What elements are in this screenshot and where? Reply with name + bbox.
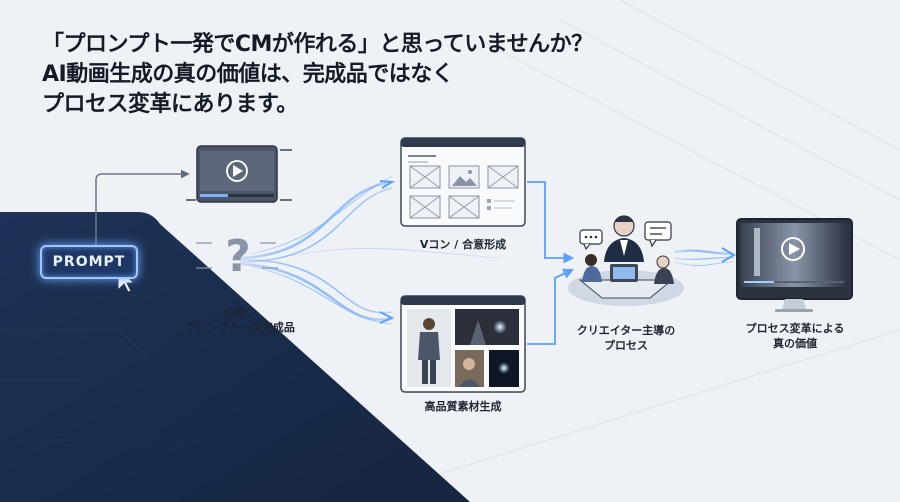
assets-label: 高品質素材生成 xyxy=(424,400,502,413)
illusion-label-line-1: 幻想： xyxy=(223,306,257,319)
light-scene-image xyxy=(455,309,519,345)
value-label-line-1: プロセス変革による xyxy=(745,322,845,335)
headline-line-2: AI動画生成の真の価値は、完成品ではなく xyxy=(42,62,454,87)
assets-to-creator-arrow xyxy=(527,268,574,345)
assets-window xyxy=(400,295,526,393)
prompt-to-video-arrow xyxy=(95,169,190,245)
play-icon xyxy=(226,160,248,182)
creator-label-line-2: プロセス xyxy=(604,339,648,352)
final-monitor xyxy=(736,218,853,312)
speech-bubble-right xyxy=(644,221,672,248)
creator-label-line-1: クリエイター主導の xyxy=(576,324,676,337)
final-play-icon xyxy=(781,237,805,261)
illusion-label-line-2: プロンプト一発完成品 xyxy=(185,321,295,334)
creator-label: クリエイター主導の プロセス xyxy=(556,323,696,353)
prompt-box: PROMPT xyxy=(40,245,138,279)
image-placeholder-icon xyxy=(452,176,477,186)
question-mark: ? xyxy=(225,231,251,282)
value-label-line-2: 真の価値 xyxy=(773,337,817,350)
storyboard-to-creator-arrow xyxy=(527,181,575,264)
final-light-stream xyxy=(673,249,735,266)
headline-line-1: 「プロンプト一発でCMが作れる」と思っていませんか？ xyxy=(42,32,593,57)
light-streams xyxy=(239,175,501,325)
storyboard-window xyxy=(400,137,526,227)
headline: 「プロンプト一発でCMが作れる」と思っていませんか？ AI動画生成の真の価値は、… xyxy=(42,30,593,120)
left-creator xyxy=(585,254,597,266)
value-label: プロセス変革による 真の価値 xyxy=(725,321,865,351)
speech-bubble-left xyxy=(579,229,603,251)
prompt-label: PROMPT xyxy=(52,254,126,270)
video-motion-lines xyxy=(186,149,292,201)
final-arrowhead xyxy=(721,247,736,263)
stream-arrowhead-bottom xyxy=(379,311,395,324)
headline-line-3: プロセス変革にあります。 xyxy=(42,92,298,117)
stream-arrowhead-top xyxy=(379,180,396,189)
right-creator xyxy=(656,255,670,269)
illusion-video-card xyxy=(196,145,278,203)
creator-team-illustration xyxy=(568,215,684,306)
illusion-label: 幻想： プロンプト一発完成品 xyxy=(170,305,310,335)
vcon-label: Vコン / 合意形成 xyxy=(419,238,507,251)
navy-circuit-lines xyxy=(0,329,200,441)
